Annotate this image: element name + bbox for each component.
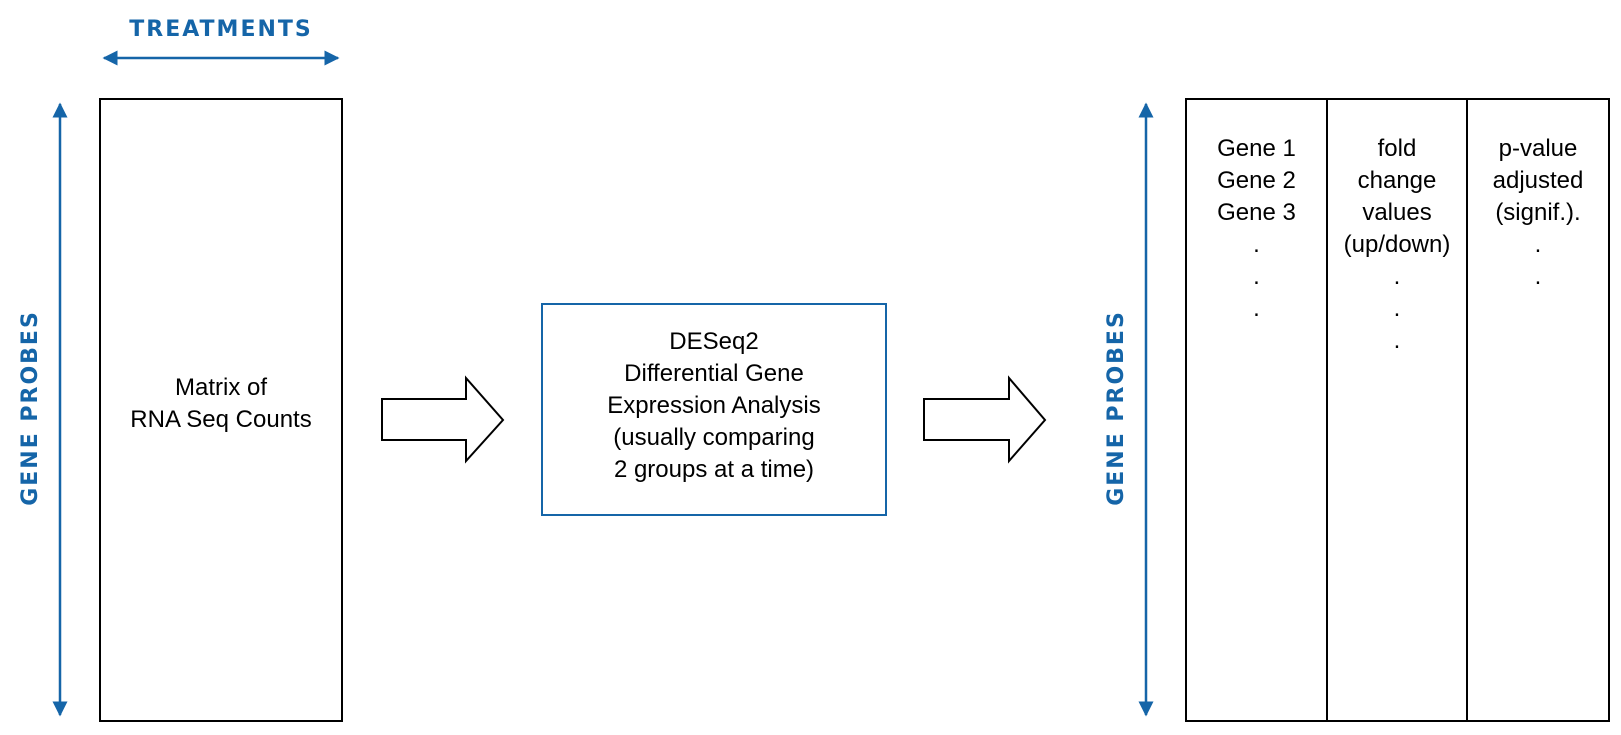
column-header-line: values	[1362, 199, 1432, 226]
gene-probes-right-label: GENE PROBES	[1104, 310, 1129, 506]
ellipsis-dot: .	[1534, 231, 1542, 258]
ellipsis-dot: .	[1253, 295, 1260, 322]
output-table-box	[1185, 98, 1610, 722]
gene-probes-left-label: GENE PROBES	[18, 310, 43, 506]
ellipsis-dot: .	[1534, 263, 1542, 290]
analysis-box	[541, 303, 887, 516]
output-column-genes: Gene 1 Gene 2 Gene 3 . . .	[1186, 133, 1327, 325]
input-matrix-box	[99, 98, 343, 722]
gene-name: Gene 3	[1217, 199, 1296, 226]
ellipsis-dot: .	[1393, 295, 1401, 322]
analysis-line: 2 groups at a time)	[613, 456, 815, 483]
treatments-label: TREATMENTS	[129, 17, 313, 42]
column-header-line: (signif.).	[1495, 199, 1581, 226]
ellipsis-dot: .	[1393, 327, 1401, 354]
column-header-line: p-value	[1498, 135, 1578, 162]
input-matrix-line: Matrix of	[174, 374, 267, 401]
column-header-line: change	[1357, 167, 1437, 194]
output-column-fold-change: fold change values (up/down) . . .	[1327, 133, 1467, 357]
ellipsis-dot: .	[1253, 231, 1260, 258]
block-arrow-2	[923, 375, 1047, 464]
gene-name: Gene 2	[1217, 167, 1296, 194]
analysis-line: (usually comparing	[613, 424, 815, 451]
analysis-box-text: DESeq2 Differential Gene Expression Anal…	[542, 326, 886, 486]
ellipsis-dot: .	[1393, 263, 1401, 290]
column-header-line: fold	[1377, 135, 1417, 162]
gene-name: Gene 1	[1217, 135, 1296, 162]
column-header-line: adjusted	[1492, 167, 1584, 194]
output-column-pvalue: p-value adjusted (signif.). . .	[1467, 133, 1609, 293]
input-matrix-text: Matrix of RNA Seq Counts	[100, 372, 342, 436]
column-header-line: (up/down)	[1343, 231, 1451, 258]
input-matrix-line: RNA Seq Counts	[130, 406, 312, 433]
block-arrow-1	[381, 375, 505, 464]
analysis-line: Expression Analysis	[607, 392, 821, 419]
ellipsis-dot: .	[1253, 263, 1260, 290]
analysis-line: Differential Gene	[624, 360, 804, 387]
analysis-line: DESeq2	[669, 328, 759, 355]
